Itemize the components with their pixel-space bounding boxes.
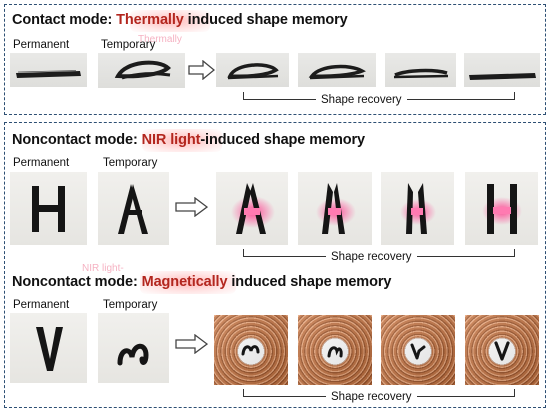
- title-prefix: Noncontact mode:: [12, 132, 142, 148]
- ghost-text: Thermally: [138, 34, 182, 45]
- temporary-squiggle-photo: [98, 313, 169, 383]
- nir-recovery-step-1-photo: [216, 172, 288, 245]
- title-suffix: -induced shape memory: [200, 132, 366, 148]
- title-prefix: Contact mode:: [12, 12, 117, 28]
- nir-recovery-step-2-photo: [298, 172, 372, 245]
- title-highlight: Thermally: [116, 12, 184, 28]
- permanent-v-photo: [10, 313, 87, 383]
- highlight-glow: [142, 129, 222, 152]
- contact-mode-panel: [4, 4, 546, 115]
- shape-recovery-label: Shape recovery: [316, 94, 407, 106]
- permanent-label: Permanent: [13, 157, 70, 169]
- recovery-step-2-photo: [298, 53, 376, 87]
- nir-recovery-step-4-photo: [465, 172, 538, 245]
- magnetic-recovery-step-1-photo: [214, 315, 288, 385]
- ghost-text: NIR light-: [82, 263, 124, 274]
- noncontact-mode-panel: [4, 122, 546, 408]
- coil-shading: [298, 315, 372, 385]
- nir-recovery-step-3-photo: [381, 172, 454, 245]
- right-arrow-icon: [175, 197, 208, 217]
- shape-recovery-label: Shape recovery: [326, 251, 417, 263]
- right-arrow-icon: [175, 334, 208, 354]
- temporary-a-photo: [98, 172, 169, 245]
- magnetic-recovery-step-2-photo: [298, 315, 372, 385]
- title-prefix: Noncontact mode:: [12, 274, 142, 290]
- highlight-glow: [130, 10, 210, 32]
- permanent-strip-photo: [10, 53, 87, 87]
- recovery-step-3-photo: [385, 53, 456, 87]
- recovery-step-1-photo: [216, 53, 289, 87]
- copper-coil: [298, 315, 372, 385]
- copper-coil: [465, 315, 539, 385]
- title-highlight: Magnetically: [141, 274, 228, 290]
- magnetic-recovery-step-4-photo: [465, 315, 539, 385]
- magnetic-mode-title: Noncontact mode: Magnetically induced sh…: [12, 274, 391, 290]
- shape-recovery-label: Shape recovery: [326, 391, 417, 403]
- temporary-label: Temporary: [101, 39, 156, 51]
- right-arrow-icon: [188, 60, 215, 80]
- magnetic-recovery-step-3-photo: [381, 315, 455, 385]
- temporary-label: Temporary: [103, 299, 158, 311]
- temporary-label: Temporary: [103, 157, 158, 169]
- title-suffix: induced shape memory: [227, 274, 392, 290]
- recovery-step-4-photo: [464, 53, 540, 87]
- nir-mode-title: Noncontact mode: NIR light-induced shape…: [12, 132, 365, 148]
- permanent-label: Permanent: [13, 39, 70, 51]
- contact-mode-title: Contact mode: Thermally induced shape me…: [12, 12, 348, 28]
- coil-shading: [465, 315, 539, 385]
- title-highlight: NIR light: [141, 132, 201, 148]
- permanent-h-photo: [10, 172, 87, 245]
- temporary-strip-photo: [98, 53, 185, 88]
- permanent-label: Permanent: [13, 299, 70, 311]
- title-suffix: induced shape memory: [183, 12, 348, 28]
- highlight-glow: [140, 271, 236, 294]
